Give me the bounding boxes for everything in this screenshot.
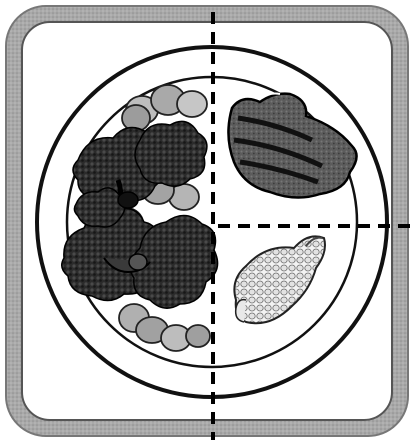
plate-illustration	[0, 0, 415, 443]
